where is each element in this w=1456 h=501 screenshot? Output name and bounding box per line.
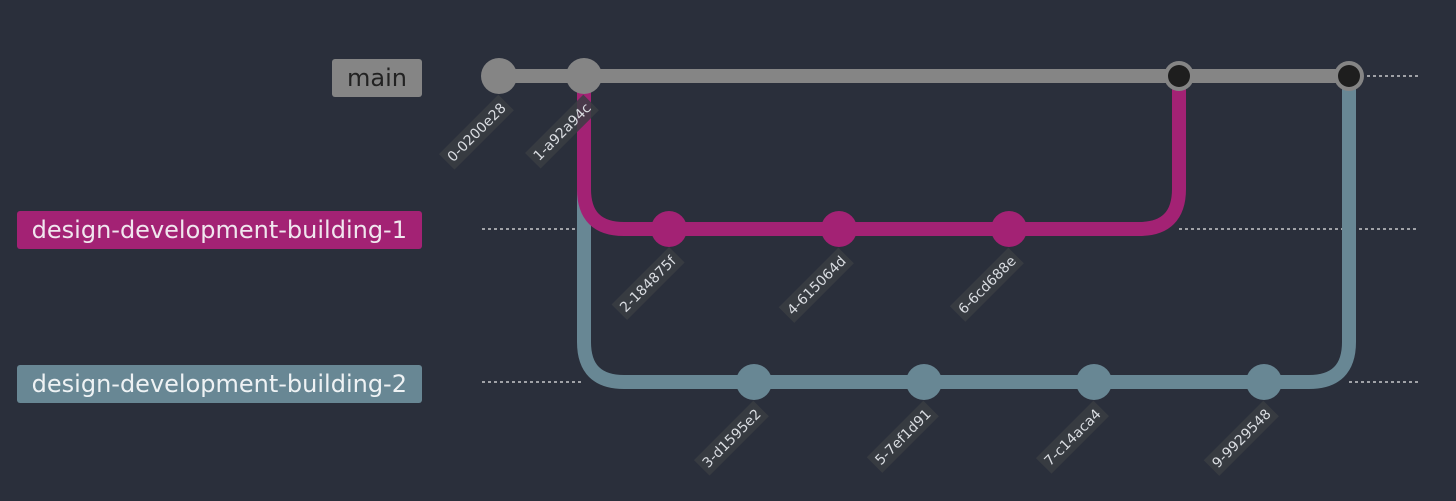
commit-label-bg <box>778 247 854 323</box>
commit-label-bg <box>525 94 599 169</box>
commit-dots <box>481 58 1364 400</box>
branch-label-design-development-building-1[interactable]: design-development-building-1 <box>16 211 422 249</box>
commit-label-2-184875f: 2-184875f <box>611 246 685 321</box>
commit-label-bg <box>1035 400 1109 474</box>
commit-label-3-d1595e2: 3-d1595e2 <box>693 400 769 476</box>
commit-label-text: 4-615064d <box>784 253 849 318</box>
commit-dot-6-6cd688e <box>991 211 1027 247</box>
commit-label-text: 2-184875f <box>617 253 680 316</box>
commit-label-4-615064d: 4-615064d <box>778 247 854 323</box>
commit-label-bg <box>866 400 939 473</box>
commit-label-bg <box>1203 400 1279 476</box>
commit-label-bg <box>949 247 1024 322</box>
commit-dot-1-a92a94c <box>566 58 602 94</box>
commit-label-bg <box>693 400 769 476</box>
commit-label-text: 7-c14aca4 <box>1042 406 1105 469</box>
commit-label-text: 3-d1595e2 <box>700 406 765 471</box>
commit-dot-9-9929548 <box>1246 364 1282 400</box>
commit-dot-2-184875f <box>651 211 687 247</box>
commit-label-bg <box>438 94 514 170</box>
commit-dot-7-c14aca4 <box>1076 364 1112 400</box>
merge-commit-dot <box>1168 65 1190 87</box>
commit-dot-5-7ef1d91 <box>906 364 942 400</box>
commit-label-9-9929548: 9-9929548 <box>1203 400 1279 476</box>
commit-dot-3-d1595e2 <box>736 364 772 400</box>
commit-label-7-c14aca4: 7-c14aca4 <box>1035 400 1109 474</box>
commit-label-text: 5-7ef1d91 <box>872 406 934 468</box>
branch-guide-lines <box>482 75 1418 383</box>
commit-label-text: 6-6cd688e <box>955 253 1019 317</box>
commit-label-6-6cd688e: 6-6cd688e <box>949 247 1024 322</box>
branch-label-design-development-building-2[interactable]: design-development-building-2 <box>16 365 422 403</box>
branch-line-b1 <box>577 76 1186 236</box>
branch-line-b2 <box>577 76 1356 389</box>
commit-label-text: 0-0200e28 <box>445 100 510 165</box>
commit-label-text: 9-9929548 <box>1209 406 1274 471</box>
commit-dot-0-0200e28 <box>481 58 517 94</box>
branch-lines <box>492 69 1356 389</box>
branch-label-main[interactable]: main <box>332 59 422 97</box>
merge-commit-dot <box>1338 65 1360 87</box>
commit-label-5-7ef1d91: 5-7ef1d91 <box>866 400 939 473</box>
commit-label-bg <box>611 246 685 321</box>
commit-dot-4-615064d <box>821 211 857 247</box>
commit-label-0-0200e28: 0-0200e28 <box>438 94 514 170</box>
